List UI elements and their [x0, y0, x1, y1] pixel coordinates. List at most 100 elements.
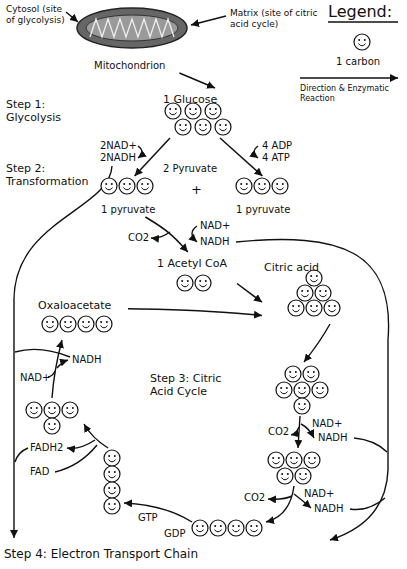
cycle-arrow — [52, 340, 62, 398]
cofactor-curl — [192, 226, 197, 242]
cycle-arrow — [84, 424, 108, 448]
diagram-label: CO2 — [268, 426, 289, 438]
carbon-atom — [210, 520, 226, 536]
etc-line — [15, 349, 70, 357]
carbon-atom — [277, 468, 293, 484]
legend-entry: Direction & Enzymatic Reaction — [300, 84, 404, 103]
carbon-atom — [246, 520, 262, 536]
carbon-atom — [119, 178, 135, 194]
carbon-atom — [177, 275, 193, 291]
diagram-label: FAD — [30, 466, 49, 478]
cycle-arrow — [124, 503, 192, 522]
etc-line — [236, 240, 389, 540]
carbon-atom — [42, 316, 58, 332]
carbon-atom — [215, 119, 231, 135]
diagram-label: Legend: — [328, 2, 392, 21]
carbon-atom — [44, 418, 60, 434]
carbon-atom — [354, 34, 370, 50]
diagram-label: GTP — [138, 512, 158, 524]
diagram-label: NADH — [314, 503, 344, 515]
molecule: 1 pyruvate — [95, 176, 167, 217]
carbon-atom — [96, 316, 112, 332]
intermediate-molecules — [26, 34, 370, 536]
carbon-atom — [236, 178, 252, 194]
carbon-atom — [78, 316, 94, 332]
etc-line — [350, 498, 385, 510]
diagram-label: Step 2: Transformation — [6, 162, 106, 188]
carbon-atom — [315, 285, 331, 301]
carbon-atom — [60, 316, 76, 332]
diagram-label: NAD+ — [200, 220, 230, 232]
carbon-atom — [26, 402, 42, 418]
diagram-label: 4 ADP — [262, 140, 292, 152]
molecule: 1 Acetyl CoA — [155, 252, 237, 294]
cofactor-curl — [268, 496, 292, 499]
carbon-atom — [101, 178, 117, 194]
carbon-atom — [44, 402, 60, 418]
etc-line — [14, 166, 112, 538]
carbon-atom — [195, 119, 211, 135]
cristae — [90, 19, 174, 37]
diagram-label: CO2 — [244, 492, 265, 504]
molecule-name: 1 pyruvate — [236, 204, 290, 216]
carbon-atom — [62, 402, 78, 418]
carbon-atom — [104, 482, 120, 498]
reaction-arrow — [128, 309, 262, 316]
diagram-label: NADH — [318, 432, 348, 444]
cofactor-curl — [138, 146, 142, 158]
cofactor-curl — [254, 146, 258, 158]
organelle: Mitochondrion — [72, 4, 194, 73]
molecule: Oxaloacetate — [36, 294, 128, 336]
diagram-label: NAD+ — [312, 418, 342, 430]
carbon-atom — [294, 398, 310, 414]
molecule-name: Mitochondrion — [94, 60, 165, 72]
molecule: Citric acid — [262, 256, 357, 322]
stage-box: Step 4: Electron Transport Chain — [4, 543, 304, 563]
molecule: 1 pyruvate — [230, 176, 302, 217]
diagram-label: Cytosol (site of glycolysis) — [6, 4, 68, 26]
inner-membrane — [86, 15, 178, 41]
legend-entry: 1 carbon — [336, 56, 380, 68]
legend-underline — [328, 21, 398, 22]
etc-line — [354, 438, 387, 452]
diagram-label: FADH2 — [30, 442, 63, 454]
carbon-atom — [312, 382, 328, 398]
cycle-arrow — [266, 486, 294, 522]
diagram-label: CO2 — [128, 232, 149, 244]
diagram-label: 2NAD+ — [100, 140, 137, 152]
reaction-arrow — [145, 217, 187, 252]
reaction-arrow — [237, 284, 262, 303]
cofactor-curl — [151, 232, 170, 238]
carbon-atom — [104, 466, 120, 482]
carbon-atom — [304, 452, 320, 468]
carbon-atom — [285, 366, 301, 382]
molecule-name: Citric acid — [264, 261, 319, 274]
diagram-label: NAD+ — [304, 488, 334, 500]
etc-line — [15, 448, 28, 462]
carbon-atom — [228, 520, 244, 536]
carbon-atom — [286, 452, 302, 468]
diagram-label: NADH — [72, 354, 102, 366]
carbon-atom — [303, 366, 319, 382]
molecule-name: Oxaloacetate — [38, 299, 111, 312]
reaction-arrow — [179, 73, 215, 88]
carbon-atom — [175, 119, 191, 135]
stage-title: Step 4: Electron Transport Chain — [4, 547, 198, 561]
diagram-label: GDP — [164, 528, 185, 540]
carbon-atom — [324, 300, 340, 316]
molecule: 1 Glucose — [145, 88, 245, 138]
cycle-arrow — [304, 324, 330, 362]
carbon-atom — [137, 178, 153, 194]
cofactor-curl — [67, 440, 95, 448]
carbon-atom — [272, 178, 288, 194]
diagram-label: + — [191, 182, 202, 198]
diagram-label: Step 3: Citric Acid Cycle — [150, 372, 230, 398]
carbon-atom — [104, 450, 120, 466]
carbon-atom — [254, 178, 270, 194]
carbon-atom — [288, 300, 304, 316]
diagram-label: 2 Pyruvate — [163, 163, 217, 175]
outer-membrane — [77, 8, 187, 48]
diagram-label: Matrix (site of citric acid cycle) — [230, 8, 320, 30]
carbon-atom — [295, 468, 311, 484]
